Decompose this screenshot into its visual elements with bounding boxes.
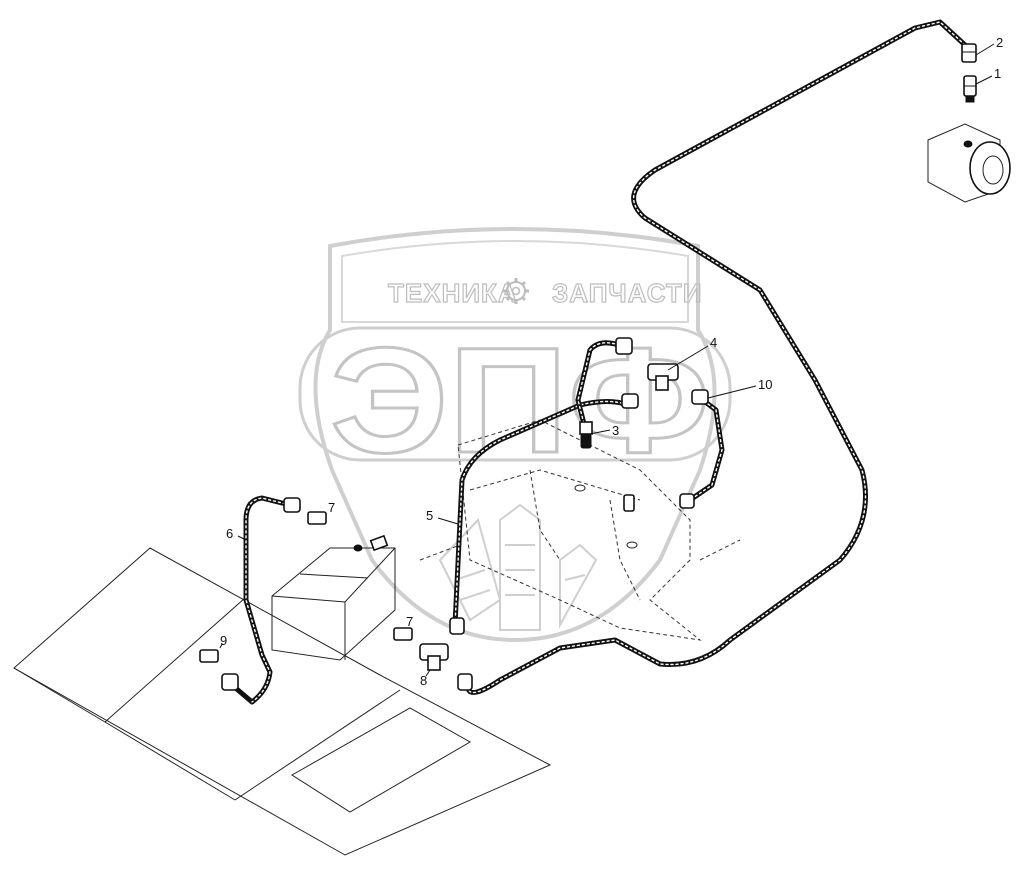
fitting-9	[199, 649, 239, 691]
fitting-5	[449, 617, 465, 635]
fitting-7-upper	[283, 497, 327, 525]
callout-2: 2	[996, 35, 1003, 50]
callout-1: 1	[994, 66, 1001, 81]
watermark-word-left: ТЕХНИКА	[388, 278, 518, 308]
watermark-word-right: ЗАПЧАСТИ	[552, 278, 703, 308]
callout-6: 6	[226, 526, 233, 541]
hose-4-10	[687, 395, 725, 503]
callout-4: 4	[710, 335, 717, 350]
hydraulic-cylinder	[927, 123, 1011, 203]
callouts: 2 1 4 10 3 5 6 7 7 8 9	[219, 35, 1003, 688]
callout-5: 5	[426, 508, 433, 523]
tee-fitting-4	[615, 337, 679, 391]
hose-10-main	[462, 19, 968, 695]
callout-8: 8	[420, 673, 427, 688]
callout-3: 3	[612, 423, 619, 438]
fitting-1	[963, 75, 977, 103]
callout-9: 9	[220, 633, 227, 648]
watermark-band	[298, 326, 732, 462]
callout-7-lower: 7	[406, 614, 413, 629]
hose-6	[229, 495, 293, 705]
watermark-logo: ЭПФ	[330, 316, 710, 484]
base-plate	[13, 547, 552, 856]
hose-5	[452, 399, 631, 628]
fitting-10	[679, 389, 709, 509]
callout-10: 10	[758, 377, 772, 392]
callout-7-upper: 7	[328, 500, 335, 515]
tee-fitting-8	[419, 643, 473, 691]
fitting-3	[579, 393, 639, 512]
fuel-tank	[271, 534, 396, 661]
gear-icon	[503, 278, 529, 304]
watermark-shield	[313, 227, 717, 643]
watermark: ТЕХНИКА ЗАПЧАСТИ ЭПФ	[298, 227, 732, 643]
fitting-7-lower	[393, 627, 413, 641]
fitting-2	[961, 43, 977, 63]
engine-block	[419, 419, 741, 641]
